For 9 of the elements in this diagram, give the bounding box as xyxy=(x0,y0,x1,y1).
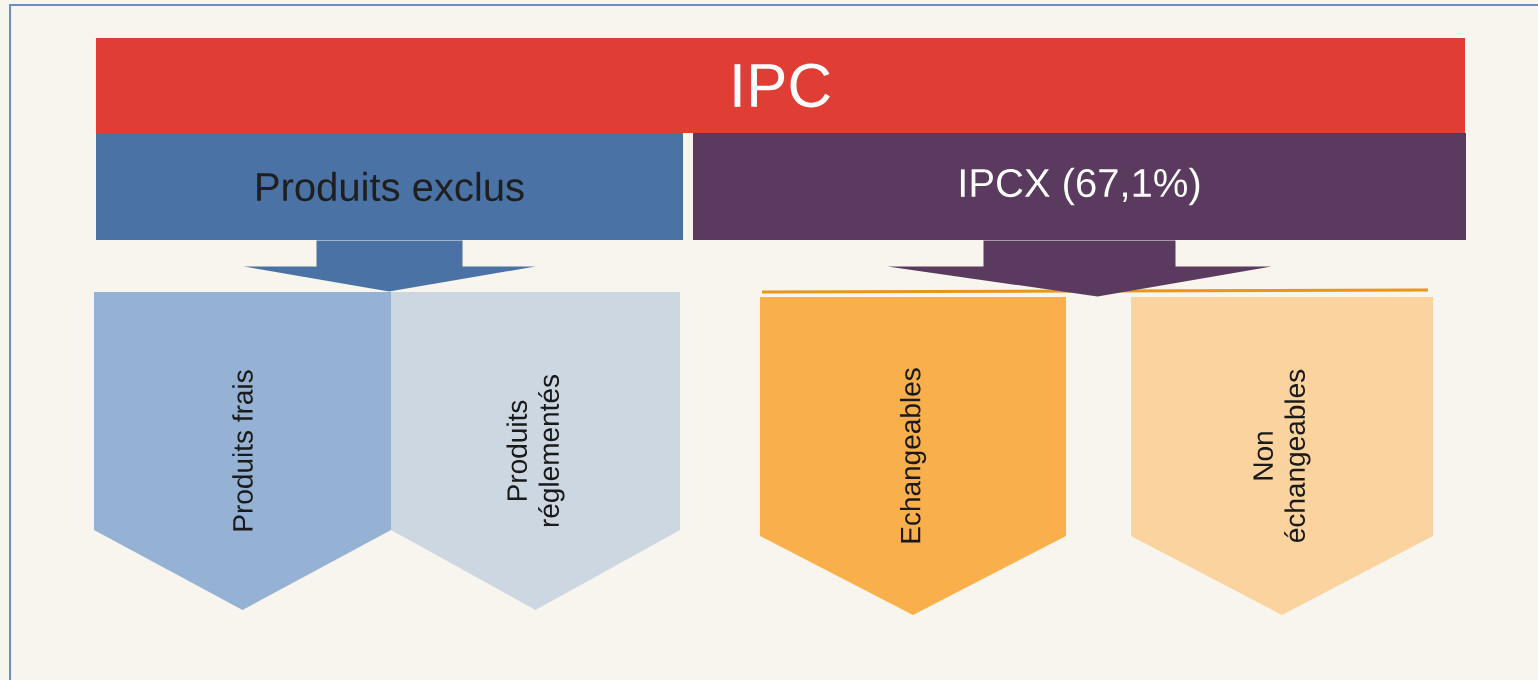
category-band: IPCX (67,1%) xyxy=(693,133,1466,240)
category-band: Produits exclus xyxy=(96,133,683,240)
pentagon-panel: Echangeables xyxy=(760,297,1066,615)
block-arrow xyxy=(243,240,536,292)
pentagon-panel: Non échangeables xyxy=(1131,297,1433,615)
pentagon-panel: Produits réglementés xyxy=(391,292,680,610)
block-arrow xyxy=(887,240,1272,297)
title-band: IPC xyxy=(96,38,1465,133)
pentagon-panel: Produits frais xyxy=(94,292,391,610)
